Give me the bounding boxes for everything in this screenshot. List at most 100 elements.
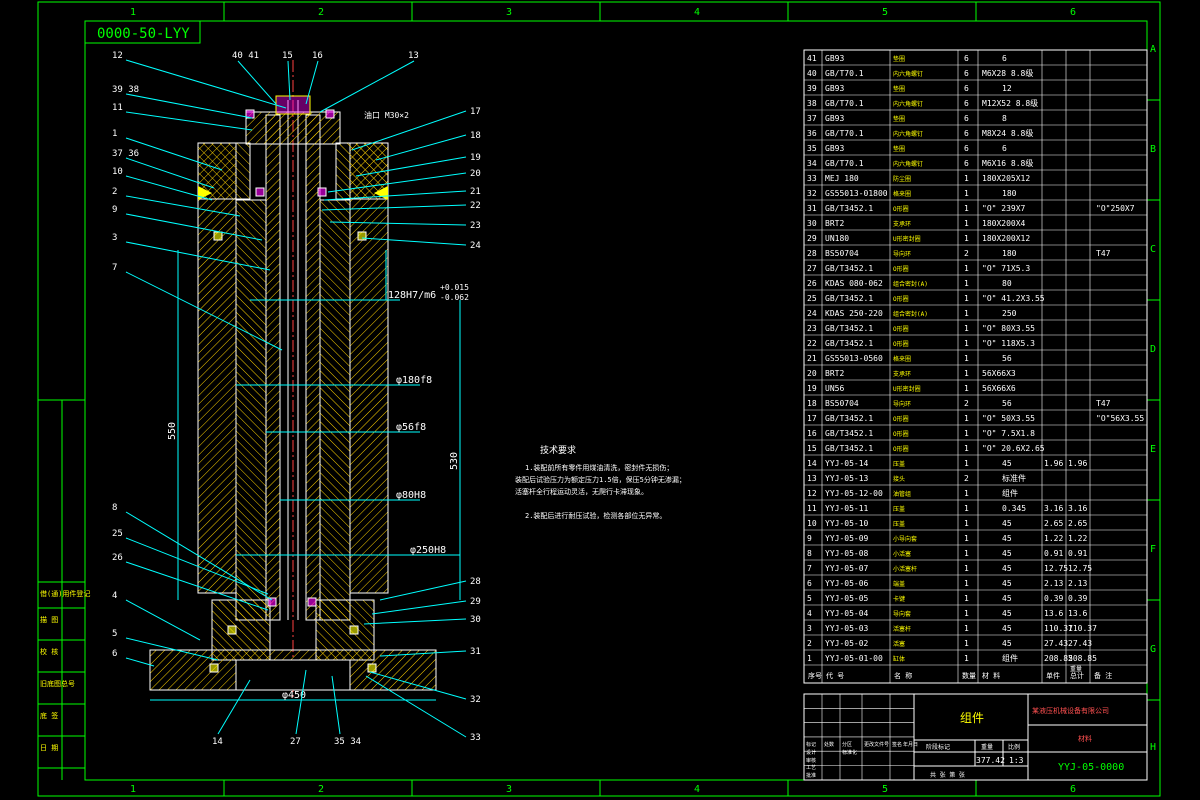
bom-cell: 2.13 xyxy=(1044,579,1063,588)
balloon-label: 14 xyxy=(212,737,223,747)
dim-128-tol-lower: -0.062 xyxy=(440,293,469,302)
col-marker-top: 1 xyxy=(130,7,136,18)
leader-line xyxy=(125,137,223,171)
tech-req-line-1: 1.装配前所有零件用煤油清洗，密封件无损伤； xyxy=(525,463,673,472)
bom-cell: 组件 xyxy=(1002,653,1018,663)
bom-cell: GB/T3452.1 xyxy=(825,294,873,303)
bom-cell: 17 xyxy=(807,414,817,423)
bom-cell: 油管组 xyxy=(893,490,911,498)
tb-small-label: 处数 xyxy=(824,741,834,748)
tb-org: 某液压机械设备有限公司 xyxy=(1032,706,1109,715)
bom-cell: 1 xyxy=(964,279,969,288)
bom-cell: 30 xyxy=(807,219,817,228)
balloon-label: 32 xyxy=(470,695,481,705)
bom-cell: 10 xyxy=(807,519,817,528)
bom-cell: T47 xyxy=(1096,399,1111,408)
bom-cell: 1 xyxy=(964,219,969,228)
leader-line xyxy=(125,213,263,241)
bom-cell: 35 xyxy=(807,144,817,153)
bom-cell: YYJ-05-04 xyxy=(825,609,869,618)
leader-line xyxy=(125,241,271,271)
bom-cell: 180X200X4 xyxy=(982,219,1026,228)
bom-cell: 活塞 xyxy=(893,640,905,648)
seal-marker xyxy=(357,231,367,241)
leader-line xyxy=(351,110,467,151)
leader-line xyxy=(319,60,415,113)
bom-cell: YYJ-05-12-00 xyxy=(825,489,883,498)
bom-cell: 1 xyxy=(964,354,969,363)
tb-small-label: 设计 xyxy=(806,749,816,756)
top-cap xyxy=(245,111,341,145)
leader-line xyxy=(125,59,287,109)
bom-cell: 37 xyxy=(807,114,817,123)
balloon-label: 29 xyxy=(470,597,481,607)
balloon-label: 10 xyxy=(112,167,123,177)
bom-cell: 45 xyxy=(1002,519,1012,528)
leader-line xyxy=(125,271,283,351)
balloon-label: 17 xyxy=(470,107,481,117)
bom-cell: 0.39 xyxy=(1044,594,1063,603)
row-marker: B xyxy=(1150,144,1156,155)
row-marker: C xyxy=(1150,244,1156,255)
balloon-label: 26 xyxy=(112,553,123,563)
bom-header-cell: 备 注 xyxy=(1094,671,1112,680)
bom-cell: "O" 50X3.55 xyxy=(982,414,1035,423)
bom-cell: 1 xyxy=(964,234,969,243)
bom-cell: 内六角螺钉 xyxy=(893,70,923,78)
cylinder-wall-right xyxy=(349,142,389,594)
balloon-label: 22 xyxy=(470,201,481,211)
bom-cell: 垫圈 xyxy=(893,115,905,123)
bom-cell: 180X200X12 xyxy=(982,234,1030,243)
piston-rod-right xyxy=(319,199,351,621)
tb-scale-label: 比例 xyxy=(1008,743,1020,751)
bom-cell: 内六角螺钉 xyxy=(893,100,923,108)
bom-cell: 180 xyxy=(1002,249,1017,258)
leader-line xyxy=(355,156,467,177)
bom-cell: 缸体 xyxy=(893,655,905,663)
bom-cell: 45 xyxy=(1002,594,1012,603)
leader-line xyxy=(331,675,341,735)
leader-line xyxy=(305,60,319,105)
col-marker-top: 4 xyxy=(694,7,700,18)
bom-cell: 27.43 xyxy=(1068,639,1092,648)
bom-cell: 45 xyxy=(1002,549,1012,558)
bom-cell: GS55013-0560 xyxy=(825,354,883,363)
col-marker-bottom: 2 xyxy=(318,784,324,795)
bom-cell: 0.91 xyxy=(1044,549,1063,558)
bom-cell: 端盖 xyxy=(893,580,905,588)
bom-cell: "O" 20.6X2.65 xyxy=(982,444,1045,453)
seal-marker xyxy=(317,187,327,197)
balloon-label: 7 xyxy=(112,263,117,273)
bom-cell: 40 xyxy=(807,69,817,78)
bom-cell: 6 xyxy=(1002,144,1007,153)
bom-cell: 1 xyxy=(964,294,969,303)
bom-cell: KDAS 080-062 xyxy=(825,279,883,288)
seal-wedge xyxy=(198,186,212,200)
balloon-label: 11 xyxy=(112,103,123,113)
balloon-label: 15 xyxy=(282,51,293,61)
balloon-label: 33 xyxy=(470,733,481,743)
row-marker: H xyxy=(1150,742,1156,753)
leader-line xyxy=(217,679,251,735)
bom-cell: 0.39 xyxy=(1068,594,1087,603)
bom-cell: 1 xyxy=(964,579,969,588)
balloon-label: 1 xyxy=(112,129,117,139)
bom-cell: YYJ-05-11 xyxy=(825,504,869,513)
dim-56-label: φ56f8 xyxy=(396,422,426,433)
bom-cell: "O" 80X3.55 xyxy=(982,324,1035,333)
bom-cell: 12 xyxy=(807,489,817,498)
bom-cell: 110.37 xyxy=(1068,624,1097,633)
bom-header-cell: 名 称 xyxy=(894,671,912,680)
tb-small-label: 标准化 xyxy=(842,749,857,756)
bom-cell: O形圈 xyxy=(893,295,909,303)
bom-cell: 3.16 xyxy=(1044,504,1063,513)
bom-cell: 垫圈 xyxy=(893,145,905,153)
tb-small-label: 工艺 xyxy=(806,765,816,771)
bom-cell: 小导向套 xyxy=(893,535,917,543)
bom-header-weight: 重量 xyxy=(1070,665,1082,673)
port-note: 油口 M30×2 xyxy=(364,110,409,120)
bom-cell: 56X66X3 xyxy=(982,369,1016,378)
tb-small-label: 标记 xyxy=(806,741,816,748)
bom-cell: 2.65 xyxy=(1044,519,1063,528)
bom-cell: YYJ-05-01-00 xyxy=(825,654,883,663)
